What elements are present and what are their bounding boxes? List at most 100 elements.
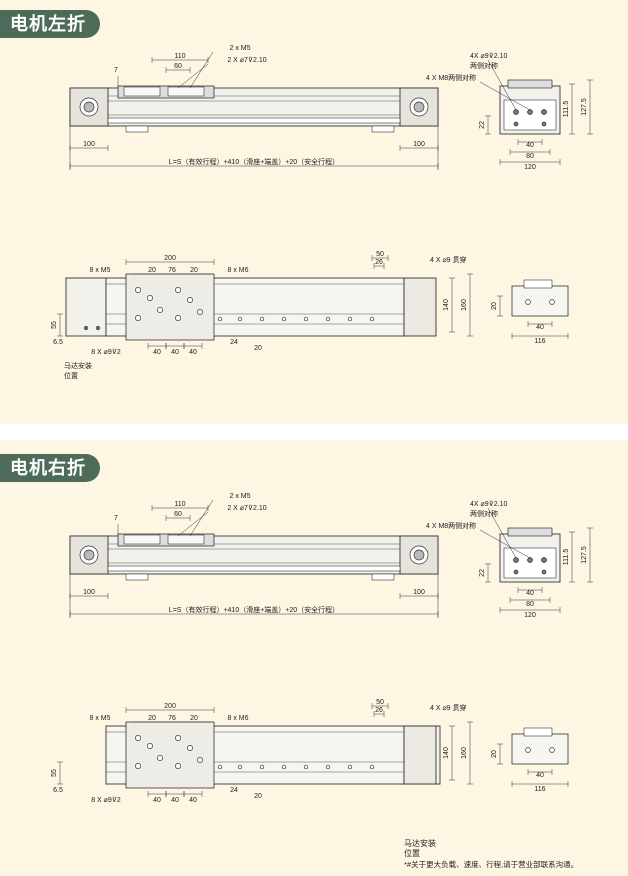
label-m8: 4 X M8两侧对称 xyxy=(426,73,476,82)
dim-110: 110 xyxy=(174,501,185,508)
line xyxy=(479,529,531,559)
mount-hole xyxy=(147,295,153,301)
section-title: 电机左折 xyxy=(0,10,100,38)
label-m5-plate: 8 x M5 xyxy=(89,267,110,274)
end-view-inner xyxy=(503,99,557,131)
rail-hole xyxy=(347,316,353,322)
dim-20: 20 xyxy=(254,793,262,800)
dim-100-right: 100 xyxy=(413,141,425,148)
label-counterbore-9: 8 X ⌀9⊽2 xyxy=(91,348,121,356)
line xyxy=(487,507,517,559)
dim-20: 20 xyxy=(254,345,262,352)
side-view-body xyxy=(511,285,569,317)
label-m5: 2 x M5 xyxy=(229,45,250,52)
label-through: 4 X ⌀9 贯穿 xyxy=(430,255,467,264)
rail-hole xyxy=(303,316,309,322)
mount-hole xyxy=(175,735,181,741)
dim-24: 24 xyxy=(230,339,238,346)
rail-hole xyxy=(217,316,223,322)
section-title: 电机右折 xyxy=(0,454,100,482)
dim-55: 55 xyxy=(51,321,58,329)
label-counterbore: 2 X ⌀7⊽2.10 xyxy=(227,56,266,64)
hole xyxy=(541,109,547,115)
label-counterbore: 2 X ⌀7⊽2.10 xyxy=(227,504,266,512)
line xyxy=(177,63,209,89)
rail-hole xyxy=(259,764,265,770)
carriage-block xyxy=(123,534,161,545)
footnote: *#关于更大负载、速度、行程,请于营业部联系沟通。 xyxy=(404,860,579,869)
mount-hole xyxy=(197,757,203,763)
mount-hole xyxy=(147,743,153,749)
hole xyxy=(513,109,519,115)
dim-100-right: 100 xyxy=(413,589,425,596)
dim-40: 40 xyxy=(153,797,161,804)
dim-40: 40 xyxy=(189,797,197,804)
line xyxy=(189,499,214,537)
dim-76: 76 xyxy=(168,267,176,274)
dim-200: 200 xyxy=(164,703,176,710)
dim-total-length: L=S（有效行程）+410（滑座+端盖）+20（安全行程） xyxy=(169,605,339,614)
dim-20: 20 xyxy=(190,715,198,722)
dim-20: 20 xyxy=(190,267,198,274)
foot xyxy=(125,125,149,133)
dim-total-length: L=S（有效行程）+410（滑座+端盖）+20（安全行程） xyxy=(169,157,339,166)
end-view-inner xyxy=(503,547,557,579)
rail-hole xyxy=(369,764,375,770)
dim-116: 116 xyxy=(534,338,545,345)
hole xyxy=(527,109,533,115)
dim-40: 40 xyxy=(189,349,197,356)
bottom-rail xyxy=(107,565,401,572)
dim-40: 40 xyxy=(526,142,534,149)
dim-20: 20 xyxy=(491,750,498,758)
rail-hole xyxy=(281,764,287,770)
dim-127: 127.5 xyxy=(581,546,588,564)
dim-111: 111.5 xyxy=(563,101,570,118)
side-view-body xyxy=(511,733,569,765)
hole xyxy=(549,747,555,753)
carriage-block xyxy=(167,534,205,545)
mount-hole xyxy=(135,315,141,321)
end-cap-left xyxy=(69,87,109,127)
mount-hole xyxy=(175,315,181,321)
hole xyxy=(96,326,100,330)
mount-hole xyxy=(135,763,141,769)
hole xyxy=(549,299,555,305)
side-view-top xyxy=(523,727,553,737)
dim-55: 55 xyxy=(51,769,58,777)
label-m5-plate: 8 x M5 xyxy=(89,715,110,722)
mount-hole xyxy=(187,745,193,751)
rail-hole xyxy=(281,316,287,322)
label-m8: 4 X M8两侧对称 xyxy=(426,521,476,530)
mount-hole xyxy=(187,297,193,303)
foot xyxy=(125,573,149,581)
dim-100-left: 100 xyxy=(83,589,95,596)
dim-116: 116 xyxy=(534,786,545,793)
plan-end-cap xyxy=(403,725,437,785)
dim-50: 50 xyxy=(376,251,384,258)
carriage-block xyxy=(167,86,205,97)
mount-hole xyxy=(157,307,163,313)
dim-160: 160 xyxy=(461,747,468,759)
label-m6: 8 x M6 xyxy=(227,715,248,722)
dim-111: 111.5 xyxy=(563,549,570,566)
dim-100-left: 100 xyxy=(83,141,95,148)
end-view-top xyxy=(507,79,553,89)
note-line-2: 位置 xyxy=(404,849,420,858)
dim-40: 40 xyxy=(536,324,544,331)
rail-hole xyxy=(369,316,375,322)
section-divider xyxy=(0,424,628,440)
hole xyxy=(541,121,547,127)
hole xyxy=(84,326,88,330)
dim-22: 22 xyxy=(479,121,486,129)
dim-120: 120 xyxy=(524,164,536,171)
note-line-1: 马达安装 xyxy=(404,839,436,848)
dim-26: 26 xyxy=(375,707,383,714)
dim-140: 140 xyxy=(443,299,450,311)
dim-40: 40 xyxy=(171,797,179,804)
mount-hole xyxy=(197,309,203,315)
hole xyxy=(527,557,533,563)
mount-hole xyxy=(135,735,141,741)
dim-6-5: 6.5 xyxy=(53,787,63,794)
